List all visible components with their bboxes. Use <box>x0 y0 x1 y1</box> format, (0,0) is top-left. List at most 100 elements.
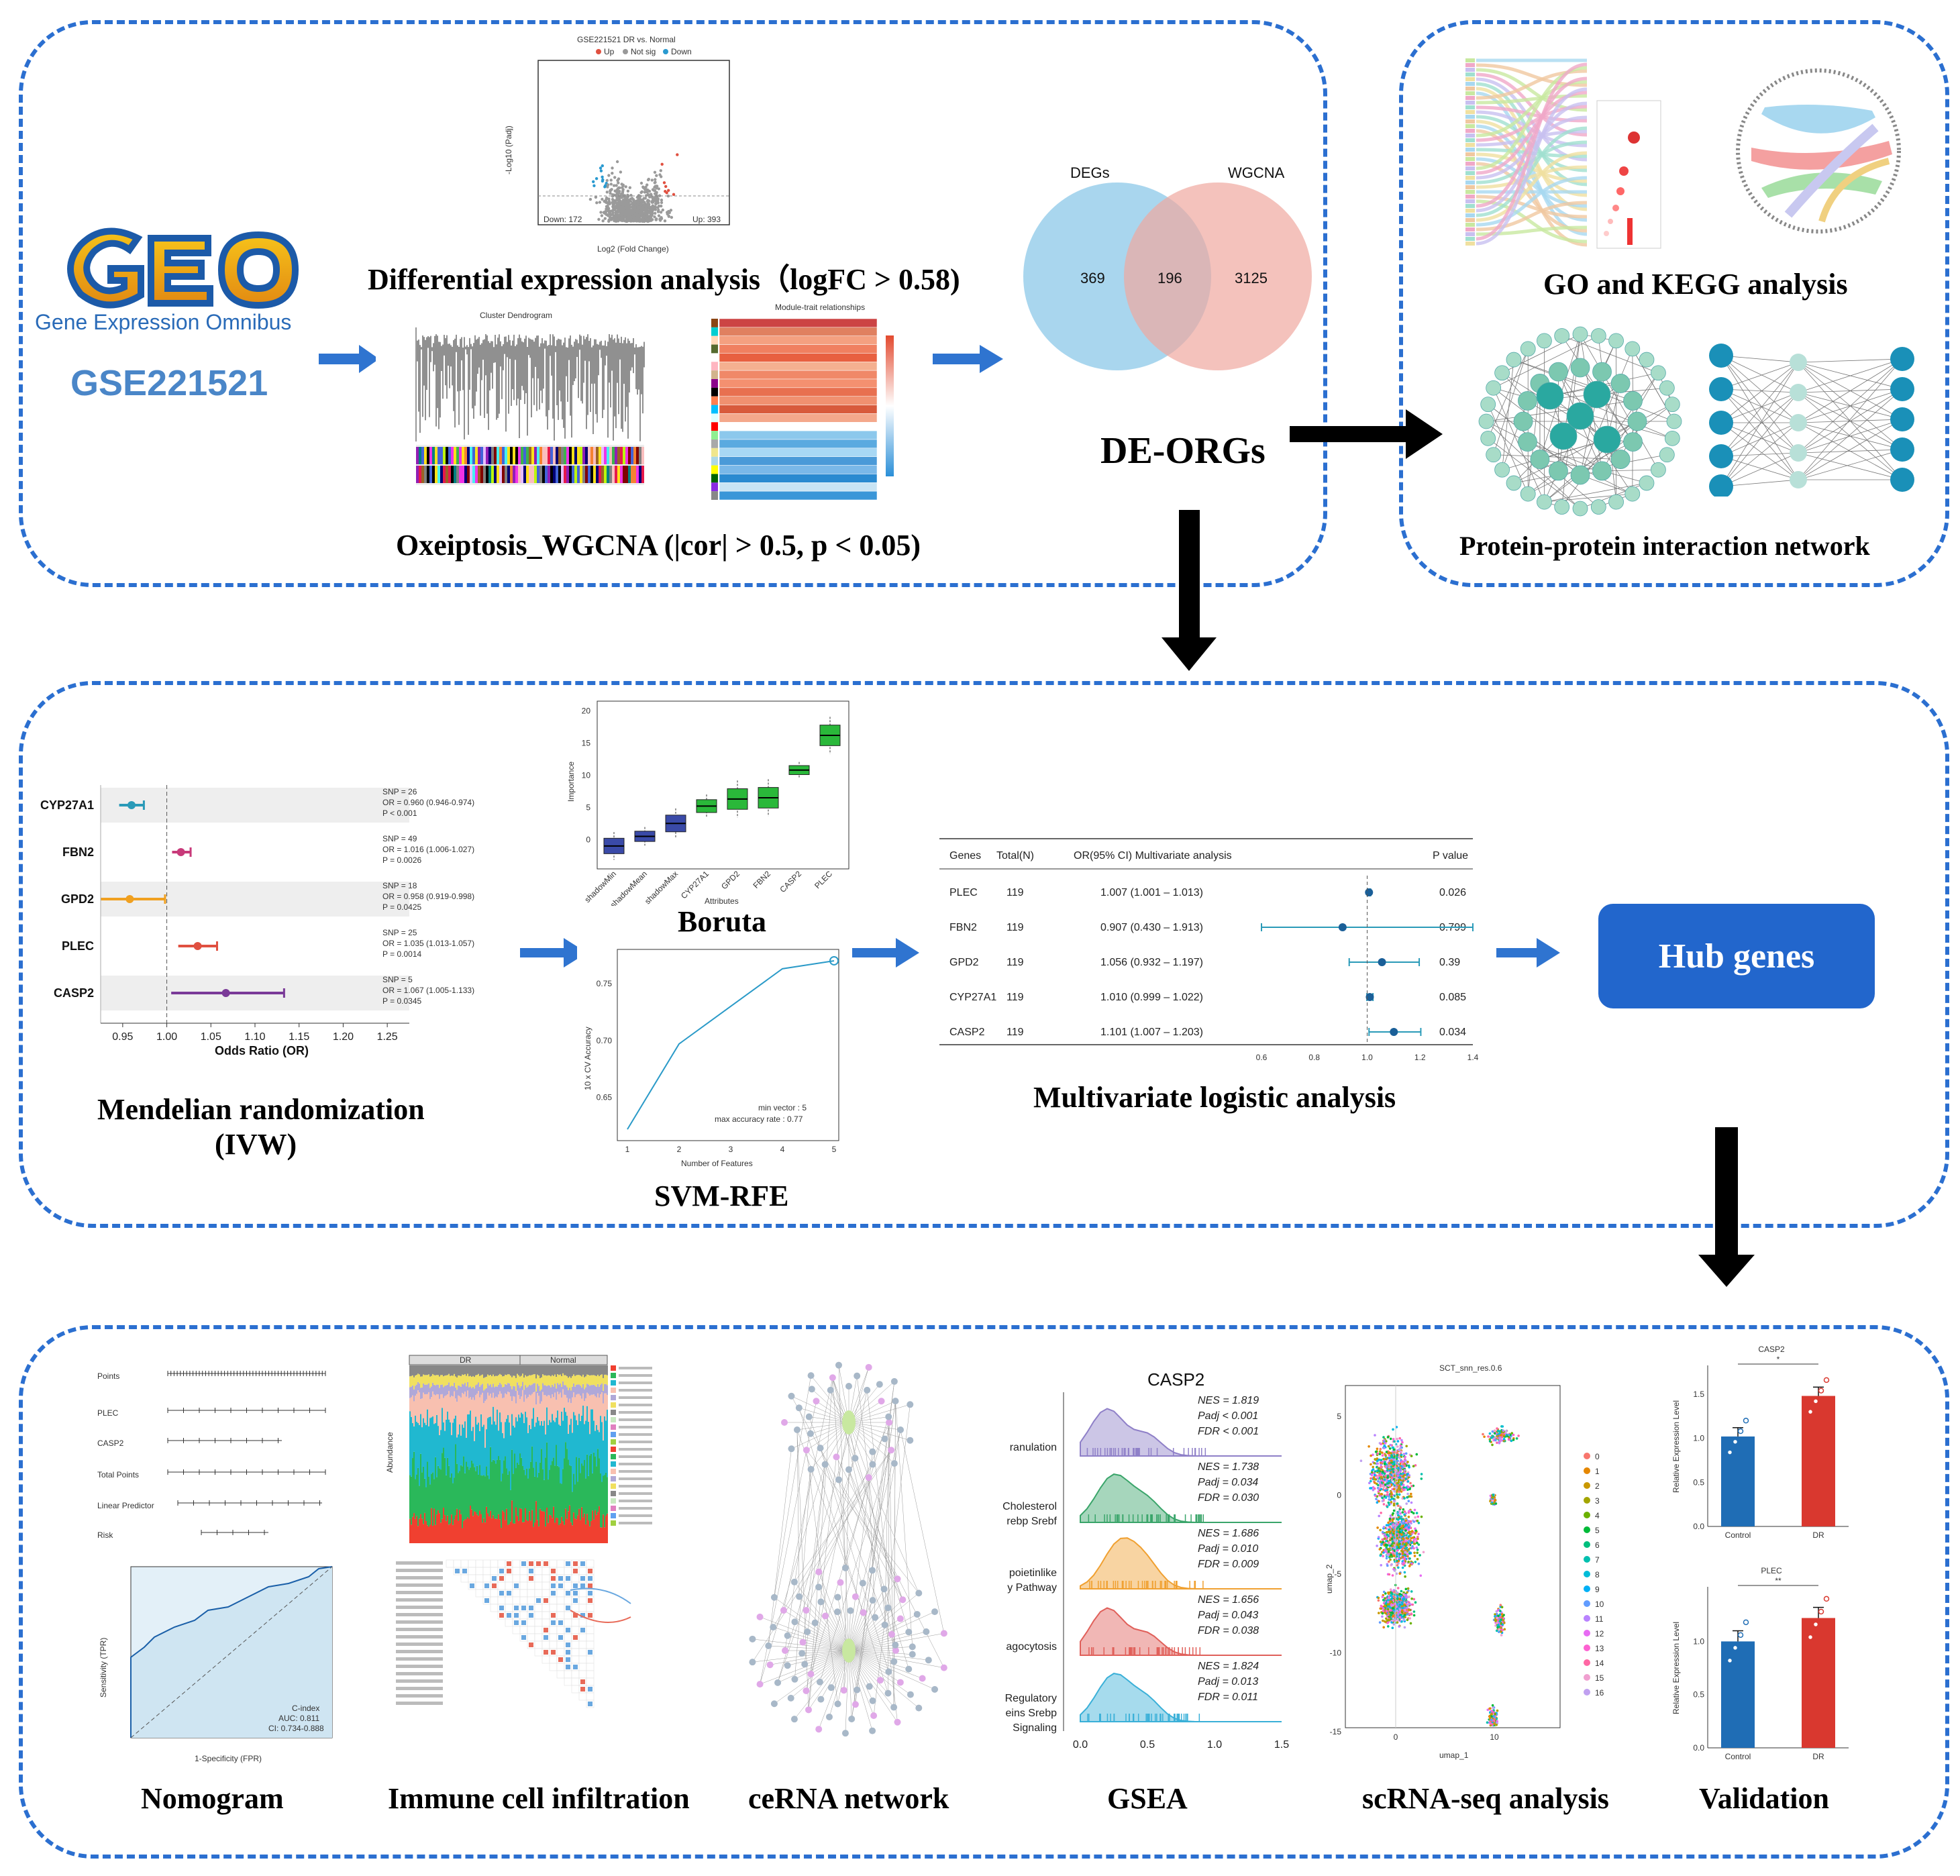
sankey-node <box>1465 232 1475 236</box>
dendro-color-cell <box>464 466 467 483</box>
corr-row-label-line <box>396 1606 443 1609</box>
cerna-node <box>876 1677 884 1684</box>
umap-point <box>1386 1436 1390 1439</box>
cerna-edge <box>848 1631 927 1651</box>
ppi-edge <box>1580 333 1659 470</box>
immune-legend-swatch <box>611 1432 616 1437</box>
umap-point <box>1404 1455 1406 1459</box>
svm-xtick: 4 <box>780 1145 785 1154</box>
immune-bar-seg <box>462 1528 463 1543</box>
immune-bar-seg <box>581 1463 582 1508</box>
cerna-node <box>815 1568 823 1575</box>
immune-bar-seg <box>560 1523 561 1543</box>
immune-bar-seg <box>509 1365 510 1375</box>
umap-point <box>1359 1459 1363 1462</box>
umap-point <box>1411 1545 1414 1548</box>
gsea-padj: Padj = 0.043 <box>1198 1610 1258 1621</box>
immune-bar-seg <box>501 1365 502 1375</box>
volcano-point <box>631 219 635 222</box>
immune-bar-seg <box>534 1392 535 1427</box>
sankey-flow <box>1476 176 1588 227</box>
immune-bar-seg <box>560 1425 561 1483</box>
gsea-pathway-label: Signaling <box>1013 1722 1057 1734</box>
immune-bar-seg <box>592 1409 593 1473</box>
immune-bar-seg <box>417 1467 419 1526</box>
immune-bar-seg <box>462 1365 463 1375</box>
volcano-point <box>663 219 667 223</box>
immune-bar-seg <box>488 1479 490 1517</box>
cerna-node <box>907 1437 914 1444</box>
immune-bar-seg <box>486 1376 487 1388</box>
umap-point <box>1398 1437 1401 1440</box>
immune-bar-seg <box>585 1387 586 1398</box>
dendro-color-cell <box>497 466 499 483</box>
immune-bar-seg <box>493 1459 494 1516</box>
volcano-point <box>606 201 610 205</box>
cerna-edge <box>856 1375 898 1722</box>
immune-bar-seg <box>537 1477 538 1520</box>
immune-bar-seg <box>514 1396 515 1428</box>
cerna-edge <box>807 1631 849 1651</box>
immune-bar-seg <box>454 1418 455 1478</box>
umap-point <box>1396 1451 1398 1455</box>
ppi-edge <box>1720 392 1799 423</box>
immune-bar-seg <box>480 1385 482 1395</box>
dendro-color-cell <box>499 447 502 464</box>
dendro-color-cell <box>534 447 537 464</box>
cerna-edge <box>791 1396 903 1600</box>
cerna-node <box>817 1445 824 1452</box>
corr-cell <box>564 1633 572 1642</box>
volcano-point <box>657 214 661 217</box>
umap-point <box>1377 1490 1380 1493</box>
immune-bar-seg <box>471 1377 472 1389</box>
cerna-node <box>791 1675 798 1683</box>
immune-bar-seg <box>573 1512 574 1543</box>
immune-bar-seg <box>412 1395 413 1424</box>
umap-point <box>1385 1465 1388 1468</box>
sankey-flow <box>1476 165 1588 189</box>
ppi-edge <box>1720 422 1799 454</box>
boruta-attr-label: CASP2 <box>778 869 803 894</box>
ppi-node <box>1709 411 1733 435</box>
dendro-color-cell <box>574 447 577 464</box>
immune-bar-seg <box>466 1437 467 1462</box>
dendro-color-cell <box>601 466 604 483</box>
immune-legend-text-line <box>619 1463 652 1465</box>
volcano-point <box>609 212 612 215</box>
cerna-node <box>909 1643 916 1651</box>
immune-bar-seg <box>471 1388 472 1400</box>
dendro-color-cell <box>625 466 628 483</box>
cerna-node <box>886 1419 892 1426</box>
arrow-down-to-bottom <box>1698 1127 1755 1287</box>
immune-bar-seg <box>523 1390 525 1402</box>
arrow-wgcna-to-venn <box>933 345 1003 373</box>
immune-bar-seg <box>538 1375 539 1386</box>
immune-bar-seg <box>533 1365 534 1375</box>
umap-point <box>1389 1437 1392 1441</box>
corr-cell <box>512 1589 521 1598</box>
umap-point <box>1386 1491 1389 1494</box>
gsea-nes: NES = 1.738 <box>1198 1461 1259 1473</box>
immune-bar-seg <box>484 1377 486 1390</box>
immune-bar-seg <box>541 1449 542 1511</box>
volcano-point <box>653 215 656 219</box>
immune-bar-seg <box>568 1390 569 1403</box>
immune-bar-seg <box>561 1483 562 1517</box>
immune-bar-seg <box>527 1375 529 1387</box>
immune-bar-seg <box>535 1422 537 1462</box>
heat-module-swatch <box>711 370 718 379</box>
dendro-color-cell <box>566 466 569 483</box>
cerna-edge <box>787 1650 849 1666</box>
cerna-node <box>865 1363 872 1371</box>
umap-point <box>1388 1451 1391 1454</box>
gsea-xtick: 0.5 <box>1140 1739 1155 1751</box>
immune-bar-seg <box>491 1518 493 1543</box>
umap-point <box>1415 1453 1419 1456</box>
umap-point <box>1400 1453 1403 1457</box>
corr-cell <box>556 1604 565 1612</box>
immune-bar-seg <box>498 1394 499 1431</box>
dendro-color-cell <box>515 447 518 464</box>
cerna-edge <box>848 1650 935 1690</box>
umap-point <box>1373 1487 1376 1490</box>
immune-bar-seg <box>433 1365 435 1375</box>
